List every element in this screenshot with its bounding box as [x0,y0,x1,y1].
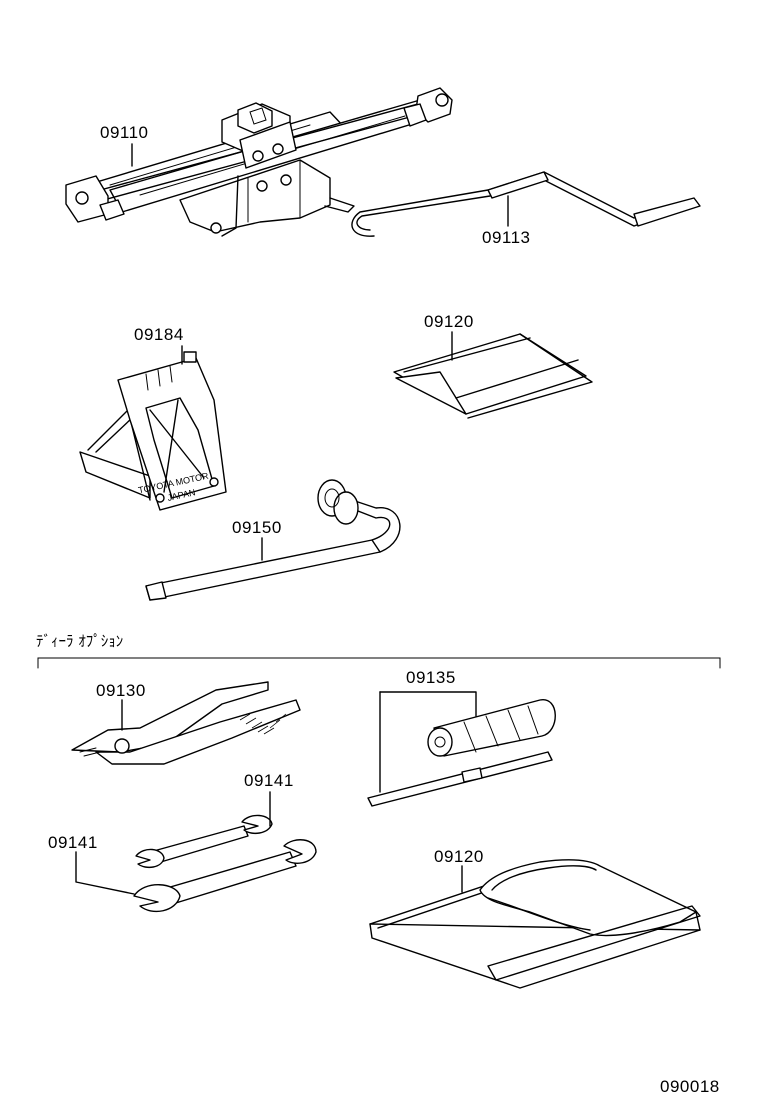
section-title: ﾃﾞｨｰﾗ ｵﾌﾟｼｮﾝ [36,632,124,650]
screwdriver [367,691,556,807]
wrench-lower [133,839,317,913]
wrench-upper [135,814,273,869]
label-tool-bag-bottom: 09120 [434,847,484,866]
label-wheel-chock: 09184 [134,325,184,344]
label-wrench-upper: 09141 [244,771,294,790]
leader-09141-lower [75,851,135,895]
scissor-jack [65,87,453,237]
tool-bag-top [393,333,593,419]
label-jack: 09110 [100,123,149,142]
lug-wrench [145,479,401,601]
tool-bag-bottom [369,859,701,989]
figure-number: 090018 [660,1077,720,1096]
label-lug-wrench: 09150 [232,518,282,537]
label-jack-handle: 09113 [482,228,531,247]
pliers [71,681,301,765]
wheel-chock [79,351,227,511]
label-tool-bag-top: 09120 [424,312,474,331]
label-wrench-lower: 09141 [48,833,98,852]
label-pliers: 09130 [96,681,146,700]
label-screwdriver: 09135 [406,668,456,687]
jack-handle [351,171,701,237]
section-bracket [37,657,721,669]
